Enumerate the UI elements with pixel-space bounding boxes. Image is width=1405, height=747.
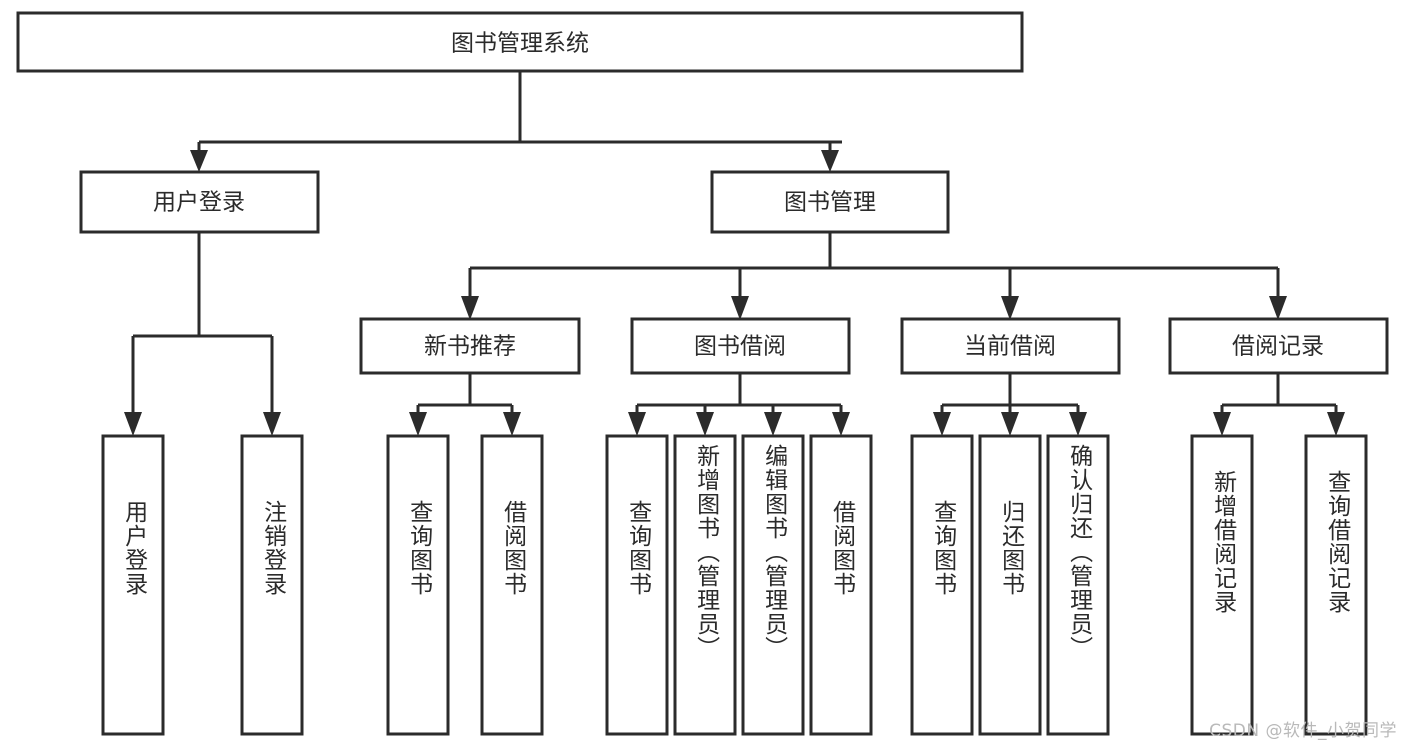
arrowhead-leaf-return-book [1001, 412, 1019, 436]
node-leaf-add-book-box[interactable] [673, 434, 737, 736]
node-leaf-query-book-3-box[interactable] [910, 434, 974, 736]
node-leaf-query-book-2-box[interactable] [605, 434, 669, 736]
node-book-borrow-box[interactable] [630, 317, 851, 375]
connector-currentborrow-to-leaves [933, 373, 1087, 436]
node-leaf-return-book-box[interactable] [978, 434, 1042, 736]
node-borrow-record-label: 借阅记录 [1232, 334, 1324, 360]
arrowhead-borrow-record [1269, 296, 1287, 320]
node-user-login[interactable]: 用户登录 [79, 170, 320, 234]
arrowhead-leaf-logout [263, 412, 281, 436]
arrowhead-leaf-borrow-book-1 [503, 412, 521, 436]
leaf-boxes [101, 434, 1368, 736]
node-root-label: 图书管理系统 [451, 31, 589, 57]
arrowhead-book-manage [821, 150, 839, 172]
node-borrow-record-box[interactable] [1168, 317, 1389, 375]
node-book-manage-box[interactable] [710, 170, 950, 234]
node-borrow-record[interactable]: 借阅记录 [1168, 317, 1389, 375]
arrowhead-leaf-confirm-return [1069, 412, 1087, 436]
node-leaf-query-record-box[interactable] [1304, 434, 1368, 736]
arrowhead-book-borrow [731, 296, 749, 320]
node-root-box[interactable] [16, 11, 1024, 73]
csdn-watermark: CSDN @软件_小贺同学 [1209, 721, 1397, 741]
connector-newbookrec-to-leaves [409, 373, 521, 436]
arrowhead-leaf-add-book [696, 412, 714, 436]
node-leaf-add-record-box[interactable] [1190, 434, 1254, 736]
node-leaf-logout-box[interactable] [240, 434, 304, 736]
node-book-manage-label: 图书管理 [784, 190, 876, 216]
node-user-login-box[interactable] [79, 170, 320, 234]
node-current-borrow-box[interactable] [900, 317, 1121, 375]
arrowhead-leaf-query-book-3 [933, 412, 951, 436]
arrowhead-user-login [190, 150, 208, 172]
arrowhead-leaf-borrow-book-2 [832, 412, 850, 436]
node-new-book-rec-box[interactable] [359, 317, 581, 375]
arrowhead-leaf-query-record [1327, 412, 1345, 436]
connector-userlogin-to-leaves [124, 232, 281, 436]
node-current-borrow-label: 当前借阅 [964, 334, 1056, 360]
node-user-login-label: 用户登录 [153, 190, 245, 216]
arrowhead-new-book-rec [461, 296, 479, 320]
arrowhead-current-borrow [1001, 296, 1019, 320]
connector-bookborrow-to-leaves [628, 373, 850, 436]
node-book-borrow-label: 图书借阅 [694, 334, 786, 360]
node-root[interactable]: 图书管理系统 [16, 11, 1024, 73]
arrowhead-leaf-query-book-2 [628, 412, 646, 436]
node-leaf-query-book-1-box[interactable] [386, 434, 450, 736]
node-leaf-borrow-book-2-box[interactable] [809, 434, 873, 736]
arrowhead-leaf-edit-book [764, 412, 782, 436]
arrowhead-leaf-query-book-1 [409, 412, 427, 436]
node-new-book-rec-label: 新书推荐 [424, 334, 516, 360]
node-book-manage[interactable]: 图书管理 [710, 170, 950, 234]
arrowhead-leaf-add-record [1213, 412, 1231, 436]
connector-borrowrecord-to-leaves [1213, 373, 1345, 436]
connector-root-to-level1 [190, 71, 842, 172]
node-book-borrow[interactable]: 图书借阅 [630, 317, 851, 375]
node-leaf-confirm-return-box[interactable] [1046, 434, 1110, 736]
node-new-book-rec[interactable]: 新书推荐 [359, 317, 581, 375]
node-leaf-edit-book-box[interactable] [741, 434, 805, 736]
node-leaf-user-login-box[interactable] [101, 434, 165, 736]
arrowhead-leaf-user-login [124, 412, 142, 436]
connector-bookmanage-to-level2 [461, 232, 1287, 320]
node-current-borrow[interactable]: 当前借阅 [900, 317, 1121, 375]
node-leaf-borrow-book-1-box[interactable] [480, 434, 544, 736]
